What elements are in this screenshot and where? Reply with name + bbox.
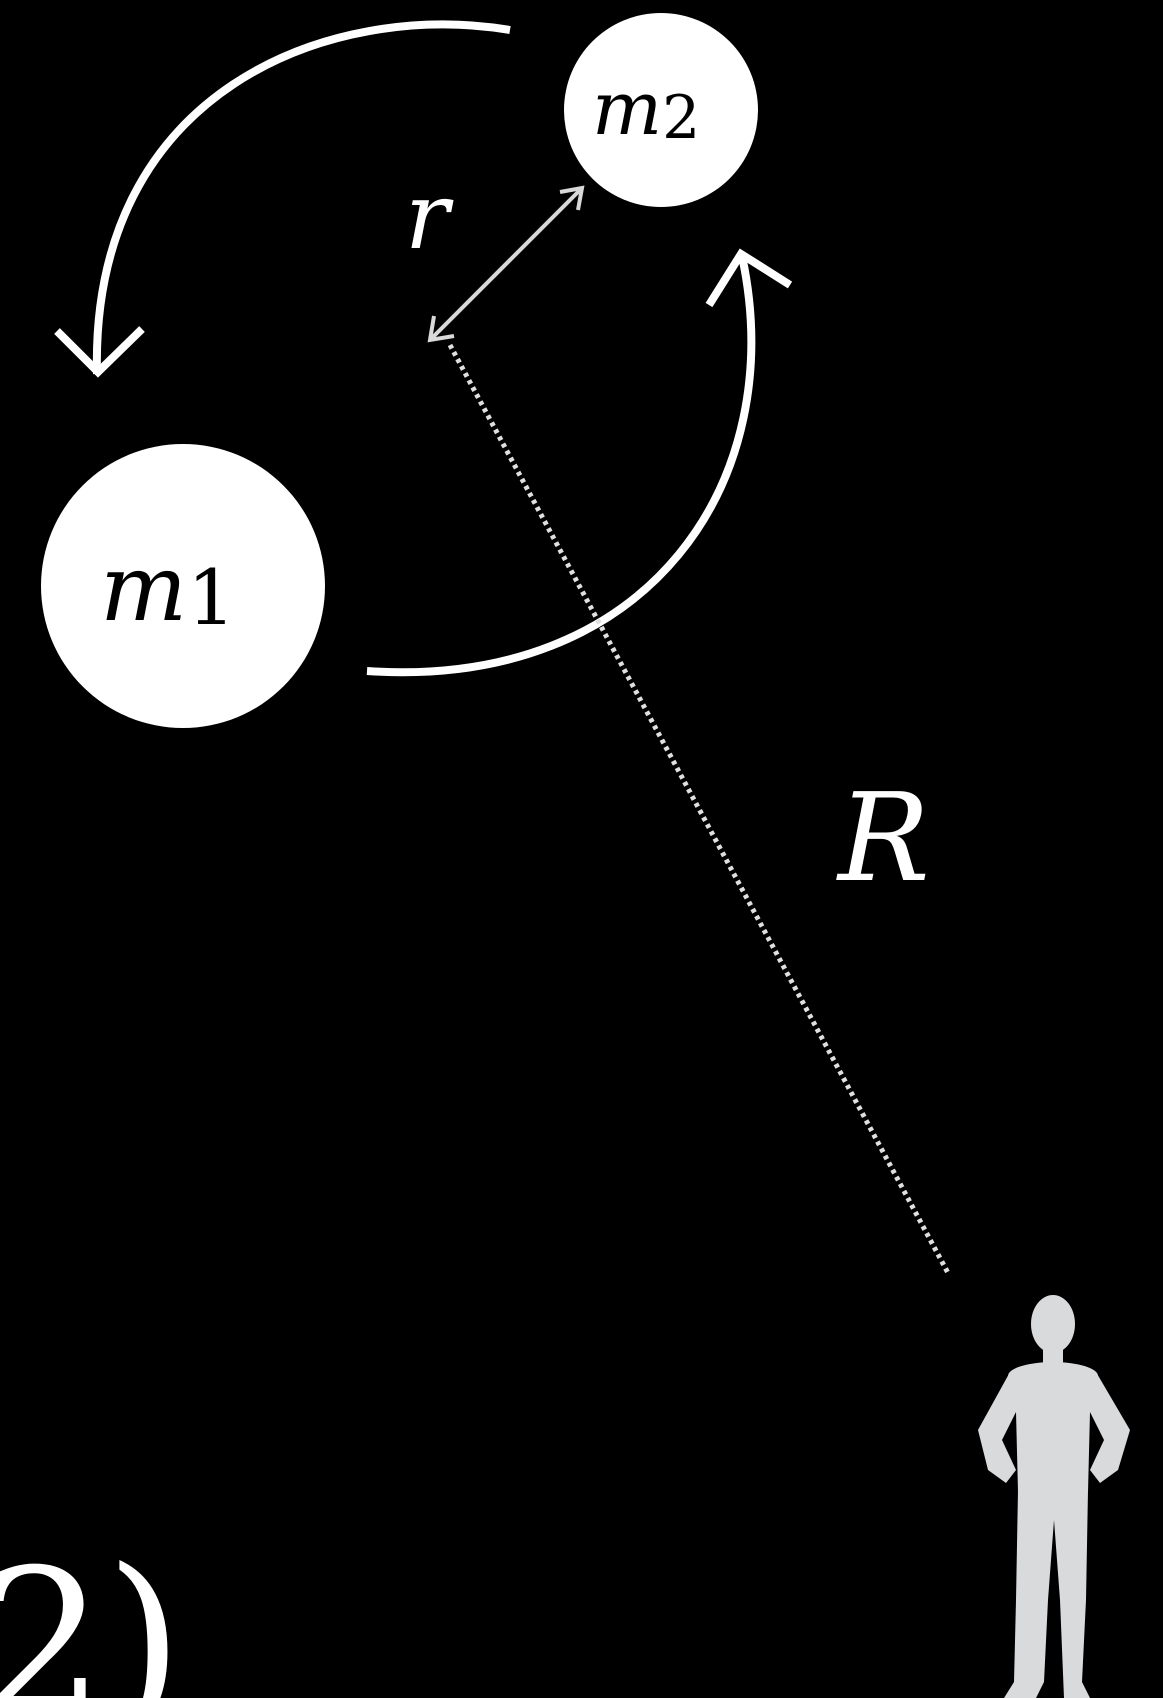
orbit-arrow-upper: [54, 20, 511, 378]
corner-glyphs: 2): [0, 1527, 183, 1698]
separation-arrowhead-lower-icon: [427, 315, 455, 343]
mass-1-body: [41, 444, 325, 728]
orbit-arc-upper: [92, 20, 511, 375]
observer-shoulders: [1008, 1362, 1098, 1390]
observer-head: [1031, 1295, 1075, 1353]
orbit-arc-lower: [366, 255, 756, 677]
separation-label: r: [405, 163, 454, 270]
observer-neck: [1043, 1346, 1063, 1364]
mass-2-subscript: 2: [662, 83, 700, 153]
observer-legs: [1004, 1490, 1090, 1698]
separation-arrow-shaft: [430, 186, 584, 340]
mass-2: m2: [564, 13, 758, 207]
mass-2-body: [564, 13, 758, 207]
mass-1-subscript: 1: [187, 553, 235, 642]
observer-torso: [978, 1372, 1130, 1492]
mass-2-label: m2: [592, 66, 700, 153]
separation-arrow: [427, 185, 585, 343]
mass-1-symbol: m: [100, 535, 187, 642]
observer-silhouette-icon: [978, 1295, 1130, 1698]
distance-label: R: [836, 767, 930, 909]
separation-arrowhead-upper-icon: [559, 185, 585, 211]
mass-2-symbol: m: [592, 66, 662, 152]
orbit-arrow-lower: [366, 248, 793, 677]
orbit-arrowhead-up-icon: [705, 248, 793, 308]
mass-1-label: m1: [100, 535, 236, 642]
mass-1: m1: [41, 444, 325, 728]
orbit-arrowhead-down-icon: [54, 326, 145, 378]
